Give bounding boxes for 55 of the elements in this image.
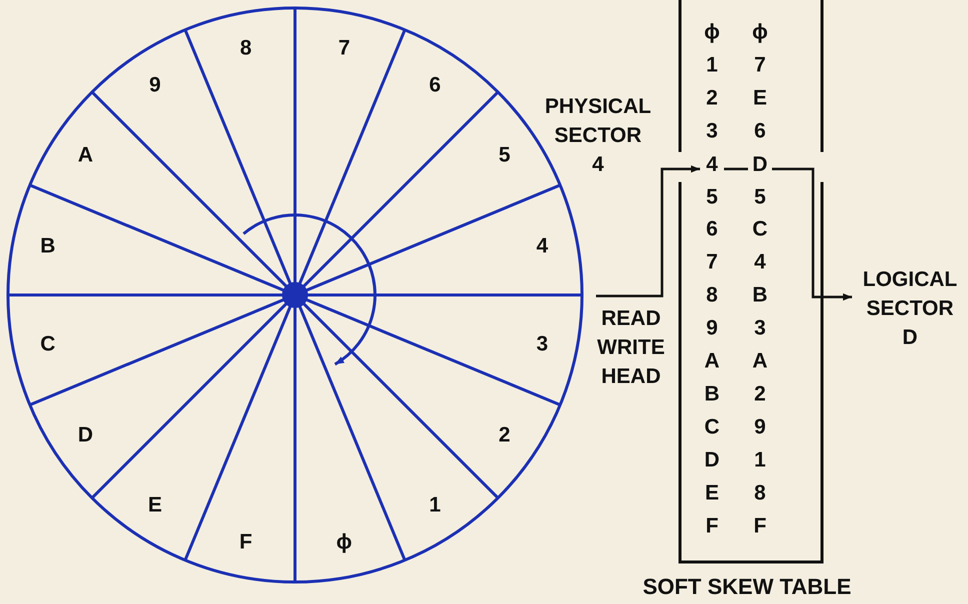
sector-number: 5 bbox=[498, 142, 510, 168]
table-caption: SOFT SKEW TABLE bbox=[642, 573, 852, 601]
sector-number: D bbox=[78, 422, 94, 448]
sector-number: 2 bbox=[498, 422, 510, 448]
table-entry: F bbox=[706, 513, 718, 539]
sector-number: F bbox=[239, 530, 252, 556]
table-entry: B bbox=[704, 381, 720, 408]
table-entry: 6 bbox=[754, 118, 766, 144]
arrow bbox=[772, 168, 852, 301]
sector-number: A bbox=[78, 142, 94, 168]
table-entry: 3 bbox=[754, 316, 766, 342]
table-entry: E bbox=[753, 85, 767, 112]
table-entry: B bbox=[752, 282, 768, 309]
table-entry: F bbox=[754, 513, 766, 539]
table-entry: 4 bbox=[700, 150, 724, 180]
table-entry: A bbox=[704, 348, 720, 374]
table-entry: 8 bbox=[706, 282, 718, 309]
text-label: READ WRITE HEAD bbox=[592, 296, 670, 392]
table-entry: 9 bbox=[706, 316, 718, 342]
table-entry: 1 bbox=[754, 447, 766, 474]
sector-number: 9 bbox=[149, 72, 161, 99]
table-entry: 2 bbox=[706, 85, 718, 112]
table-entry: C bbox=[704, 414, 720, 440]
connector-line bbox=[724, 168, 748, 170]
table-entry: 6 bbox=[706, 216, 718, 243]
sector-number: 6 bbox=[429, 72, 441, 99]
sector-number: 4 bbox=[536, 233, 548, 260]
sector-number: 3 bbox=[536, 332, 548, 358]
sector-number: C bbox=[40, 332, 56, 358]
table-entry: C bbox=[752, 216, 768, 243]
sector-number: 7 bbox=[338, 35, 350, 62]
table-entry: 5 bbox=[706, 184, 718, 210]
sector-number: E bbox=[148, 492, 162, 518]
sector-number: ϕ bbox=[336, 530, 352, 556]
arrow bbox=[596, 165, 700, 298]
table-entry: 3 bbox=[706, 118, 718, 144]
table-entry: 4 bbox=[754, 250, 766, 276]
text-label: LOGICAL SECTOR D bbox=[852, 265, 968, 355]
table-entry: 1 bbox=[706, 52, 718, 78]
annotation-label: PHYSICAL SECTOR 4 bbox=[544, 94, 652, 178]
table-entry: 5 bbox=[754, 184, 766, 210]
sector-number: 8 bbox=[240, 35, 252, 62]
table-entry: D bbox=[704, 447, 720, 474]
table-entry: ϕ bbox=[752, 20, 768, 46]
table-entry: 2 bbox=[754, 381, 766, 408]
table-entry: E bbox=[705, 480, 719, 506]
table-entry: 9 bbox=[754, 414, 766, 440]
table-entry: D bbox=[748, 150, 772, 180]
sector-number: 1 bbox=[429, 492, 441, 518]
table-entry: 7 bbox=[754, 52, 766, 78]
table-entry: A bbox=[752, 348, 768, 374]
sector-number: B bbox=[40, 233, 56, 260]
table-entry: ϕ bbox=[704, 20, 720, 46]
table-entry: 8 bbox=[754, 480, 766, 506]
table-entry: 7 bbox=[706, 250, 718, 276]
